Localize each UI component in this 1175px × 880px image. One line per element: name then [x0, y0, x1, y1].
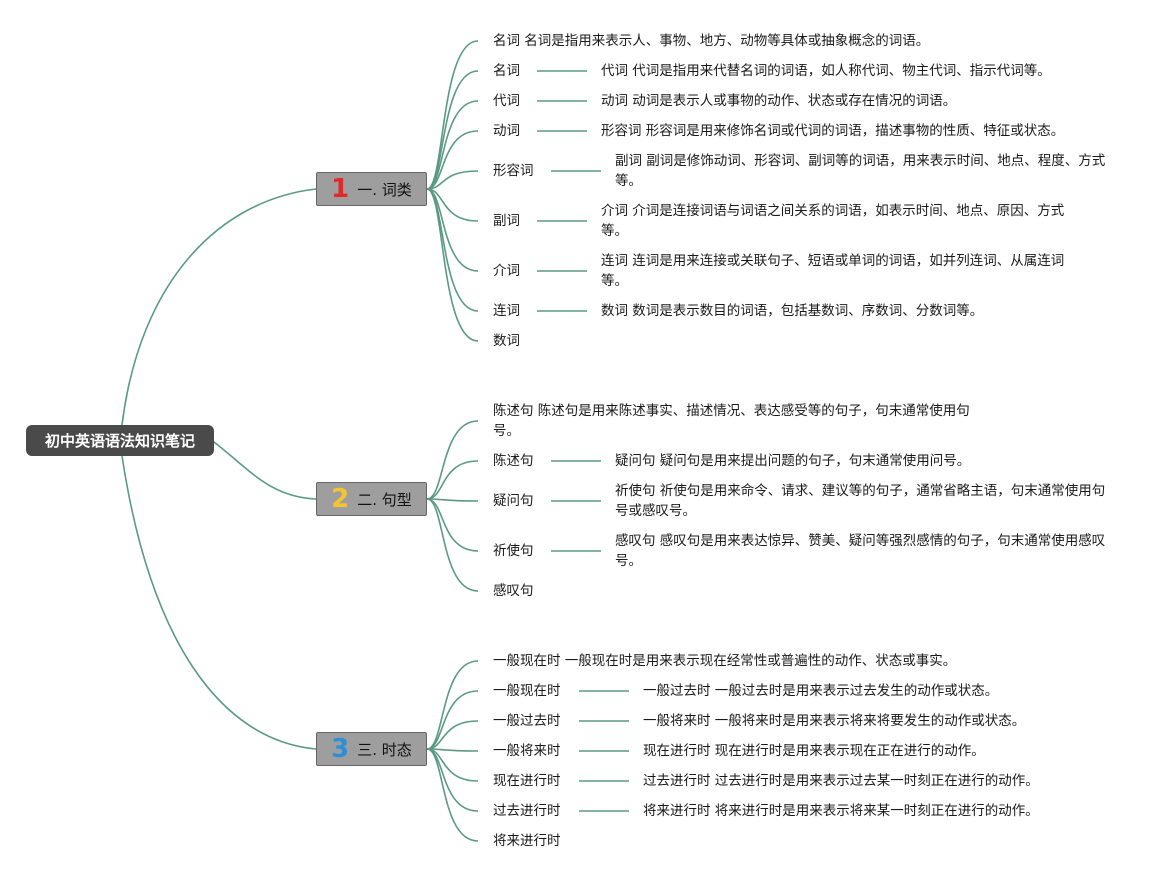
edge-root-branch2	[213, 441, 317, 500]
node-verb[interactable]: 动词	[493, 123, 520, 139]
note-adverb[interactable]: 副词 副词是修饰动词、形容词、副词等的词语，用来表示时间、地点、程度、方式等。	[615, 153, 1106, 189]
edge-b3-6	[426, 748, 479, 842]
note-conjunction[interactable]: 连词 连词是用来连接或关联句子、短语或单词的词语，如并列连词、从属连词等。	[601, 253, 1065, 289]
node-adjective[interactable]: 形容词	[493, 163, 534, 179]
note-pronoun[interactable]: 代词 代词是指用来代替名词的词语，如人称代词、物主代词、指示代词等。	[601, 63, 1051, 79]
note-verb[interactable]: 动词 动词是表示人或事物的动作、状态或存在情况的词语。	[601, 93, 957, 109]
node-imperative[interactable]: 祈使句	[493, 543, 534, 559]
node-conjunction[interactable]: 连词	[493, 303, 520, 319]
edge-b1-8	[426, 188, 479, 342]
edge-b1-0	[426, 40, 479, 190]
edge-root-branch3	[121, 455, 317, 750]
branch-number-2: 2	[331, 484, 350, 514]
node-past-progressive[interactable]: 过去进行时	[493, 803, 561, 819]
branch3-header[interactable]: 一般现在时 一般现在时是用来表示现在经常性或普遍性的动作、状态或事实。	[493, 653, 957, 669]
node-exclamatory[interactable]: 感叹句	[493, 583, 534, 599]
note-interrogative[interactable]: 疑问句 疑问句是用来提出问题的句子，句末通常使用问号。	[615, 453, 971, 469]
branch-label: 二. 句型	[357, 490, 412, 509]
edge-b2-0	[426, 420, 479, 500]
branch-sentence-types[interactable]: 2 二. 句型	[316, 482, 427, 516]
branch-label: 三. 时态	[357, 740, 412, 759]
node-present-progressive[interactable]: 现在进行时	[493, 773, 561, 789]
node-simple-future[interactable]: 一般将来时	[493, 743, 561, 759]
node-noun[interactable]: 名词	[493, 63, 520, 79]
node-preposition[interactable]: 介词	[493, 263, 520, 279]
branch-label: 一. 词类	[357, 180, 412, 199]
note-simple-past[interactable]: 一般过去时 一般过去时是用来表示过去发生的动作或状态。	[643, 683, 999, 699]
edge-root-branch1	[121, 188, 317, 426]
node-simple-past[interactable]: 一般过去时	[493, 713, 561, 729]
branch-number-3: 3	[331, 734, 350, 764]
edge-b2-1	[426, 460, 479, 500]
branch-number-1: 1	[331, 174, 350, 204]
edge-b1-1	[426, 70, 479, 190]
edge-b3-2	[426, 720, 479, 750]
edge-b3-1	[426, 690, 479, 750]
note-future-progressive[interactable]: 将来进行时 将来进行时是用来表示将来某一时刻正在进行的动作。	[643, 803, 1039, 819]
node-adverb[interactable]: 副词	[493, 213, 520, 229]
note-imperative[interactable]: 祈使句 祈使句是用来命令、请求、建议等的句子，通常省略主语，句末通常使用句号或感…	[615, 483, 1106, 519]
note-present-progressive[interactable]: 现在进行时 现在进行时是用来表示现在正在进行的动作。	[643, 743, 985, 759]
note-preposition[interactable]: 介词 介词是连接词语与词语之间关系的词语，如表示时间、地点、原因、方式等。	[601, 203, 1065, 239]
note-numeral[interactable]: 数词 数词是表示数目的词语，包括基数词、序数词、分数词等。	[601, 303, 984, 319]
edge-b1-4	[426, 170, 479, 190]
node-simple-present[interactable]: 一般现在时	[493, 683, 561, 699]
root-node[interactable]: 初中英语语法知识笔记	[26, 425, 214, 456]
node-declarative[interactable]: 陈述句	[493, 453, 534, 469]
edge-b1-2	[426, 100, 479, 190]
note-simple-future[interactable]: 一般将来时 一般将来时是用来表示将来将要发生的动作或状态。	[643, 713, 1026, 729]
edge-b2-4	[426, 498, 479, 592]
node-numeral[interactable]: 数词	[493, 333, 520, 349]
node-pronoun[interactable]: 代词	[493, 93, 520, 109]
branch-tenses[interactable]: 3 三. 时态	[316, 732, 427, 766]
branch2-header[interactable]: 陈述句 陈述句是用来陈述事实、描述情况、表达感受等的句子，句末通常使用句号。	[493, 403, 970, 439]
edge-b1-5	[426, 188, 479, 222]
edge-b3-0	[426, 660, 479, 750]
edge-b1-3	[426, 130, 479, 190]
branch1-header[interactable]: 名词 名词是指用来表示人、事物、地方、动物等具体或抽象概念的词语。	[493, 33, 930, 49]
root-label: 初中英语语法知识笔记	[44, 432, 195, 450]
edge-b2-2	[426, 498, 479, 502]
note-exclamatory[interactable]: 感叹句 感叹句是用来表达惊异、赞美、疑问等强烈感情的句子，句末通常使用感叹号。	[615, 533, 1106, 569]
node-future-progressive[interactable]: 将来进行时	[493, 833, 561, 849]
note-past-progressive[interactable]: 过去进行时 过去进行时是用来表示过去某一时刻正在进行的动作。	[643, 773, 1039, 789]
node-interrogative[interactable]: 疑问句	[493, 493, 534, 509]
branch-word-classes[interactable]: 1 一. 词类	[316, 172, 427, 206]
note-adjective[interactable]: 形容词 形容词是用来修饰名词或代词的词语，描述事物的性质、特征或状态。	[601, 123, 1065, 139]
